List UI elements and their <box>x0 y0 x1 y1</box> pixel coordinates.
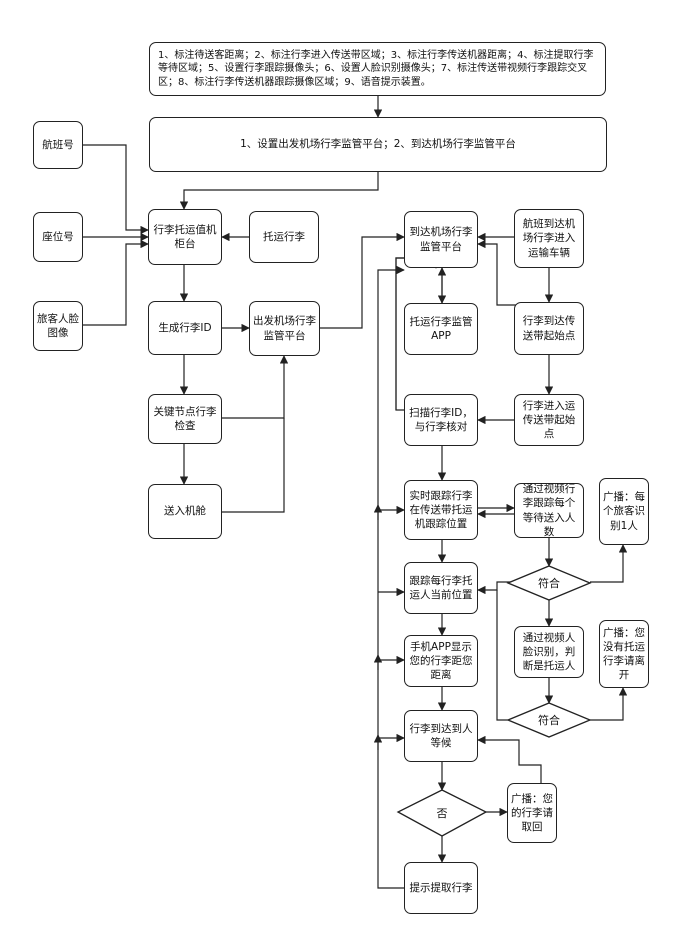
video-track-box: 通过视频行李跟踪每个等待送入人数 <box>514 483 584 538</box>
broadcast1-box: 广播：每个旅客识别1人 <box>599 478 649 545</box>
top-note-box: 1、标注待送客距离；2、标注行李进入传送带区域；3、标注行李传送机器距离；4、标… <box>149 42 606 96</box>
key-check-box: 关键节点行李检查 <box>148 394 222 444</box>
arrow-match2-to-broadcast2 <box>590 688 623 720</box>
arrow-match1-to-trackpos <box>478 582 511 590</box>
face-photo-box: 旅客人脸图像 <box>33 301 83 351</box>
arrow-dep-to-arr <box>320 237 404 328</box>
scan-box: 扫描行李ID，与行李核对 <box>404 394 478 446</box>
arrow-flight-to-checkin <box>83 145 148 230</box>
track-pos-box: 跟踪每行李托运人当前位置 <box>404 562 478 614</box>
arrow-load-to-dep <box>222 418 284 512</box>
face-video-box: 通过视频人脸识别，判断是托运人 <box>514 626 584 678</box>
arr-platform-box: 到达机场行李监管平台 <box>404 211 478 268</box>
consign-box: 托运行李 <box>249 211 319 263</box>
prompt-box: 提示提取行李 <box>404 862 478 914</box>
arrow-face-to-checkin <box>83 244 148 325</box>
arrive-conveyor-box: 行李到达传送带起始点 <box>514 302 584 355</box>
seat-no-box: 座位号 <box>33 212 83 262</box>
flight-arrive-box: 航班到达机场行李进入运输车辆 <box>514 209 584 268</box>
realtime-box: 实时跟踪行李在传送带托运机跟踪位置 <box>404 480 478 540</box>
load-box: 送入机舱 <box>148 484 222 539</box>
setup-note-box: 1、设置出发机场行李监管平台；2、到达机场行李监管平台 <box>149 117 607 172</box>
broadcast3-box: 广播：您的行李请取回 <box>507 783 557 843</box>
enter-conveyor-box: 行李进入运传送带起始点 <box>514 394 584 446</box>
checkin-box: 行李托运值机柜台 <box>148 209 222 265</box>
match1-label: 符合 <box>508 566 590 600</box>
arrow-scan-to-arr <box>396 258 404 410</box>
arrow-match1-to-broadcast1 <box>590 545 623 582</box>
broadcast2-box: 广播：您没有托运行李请离开 <box>599 620 649 688</box>
match2-label: 符合 <box>508 703 590 737</box>
flight-no-box: 航班号 <box>33 121 83 169</box>
dep-platform-box: 出发机场行李监管平台 <box>249 301 320 356</box>
arrive-person-box: 行李到达到人等候 <box>404 710 478 762</box>
arrow-broadcast3-to-arrive <box>478 740 541 783</box>
arrow-key-to-dep <box>222 356 284 418</box>
app-box: 托运行李监管APP <box>404 303 478 355</box>
gen-id-box: 生成行李ID <box>148 301 222 355</box>
arrow-match2-to-trackpos <box>497 590 508 720</box>
app-show-box: 手机APP显示您的行李距您距离 <box>404 635 478 687</box>
no-label: 否 <box>398 790 486 836</box>
arrow-setup-to-checkin <box>184 172 378 209</box>
